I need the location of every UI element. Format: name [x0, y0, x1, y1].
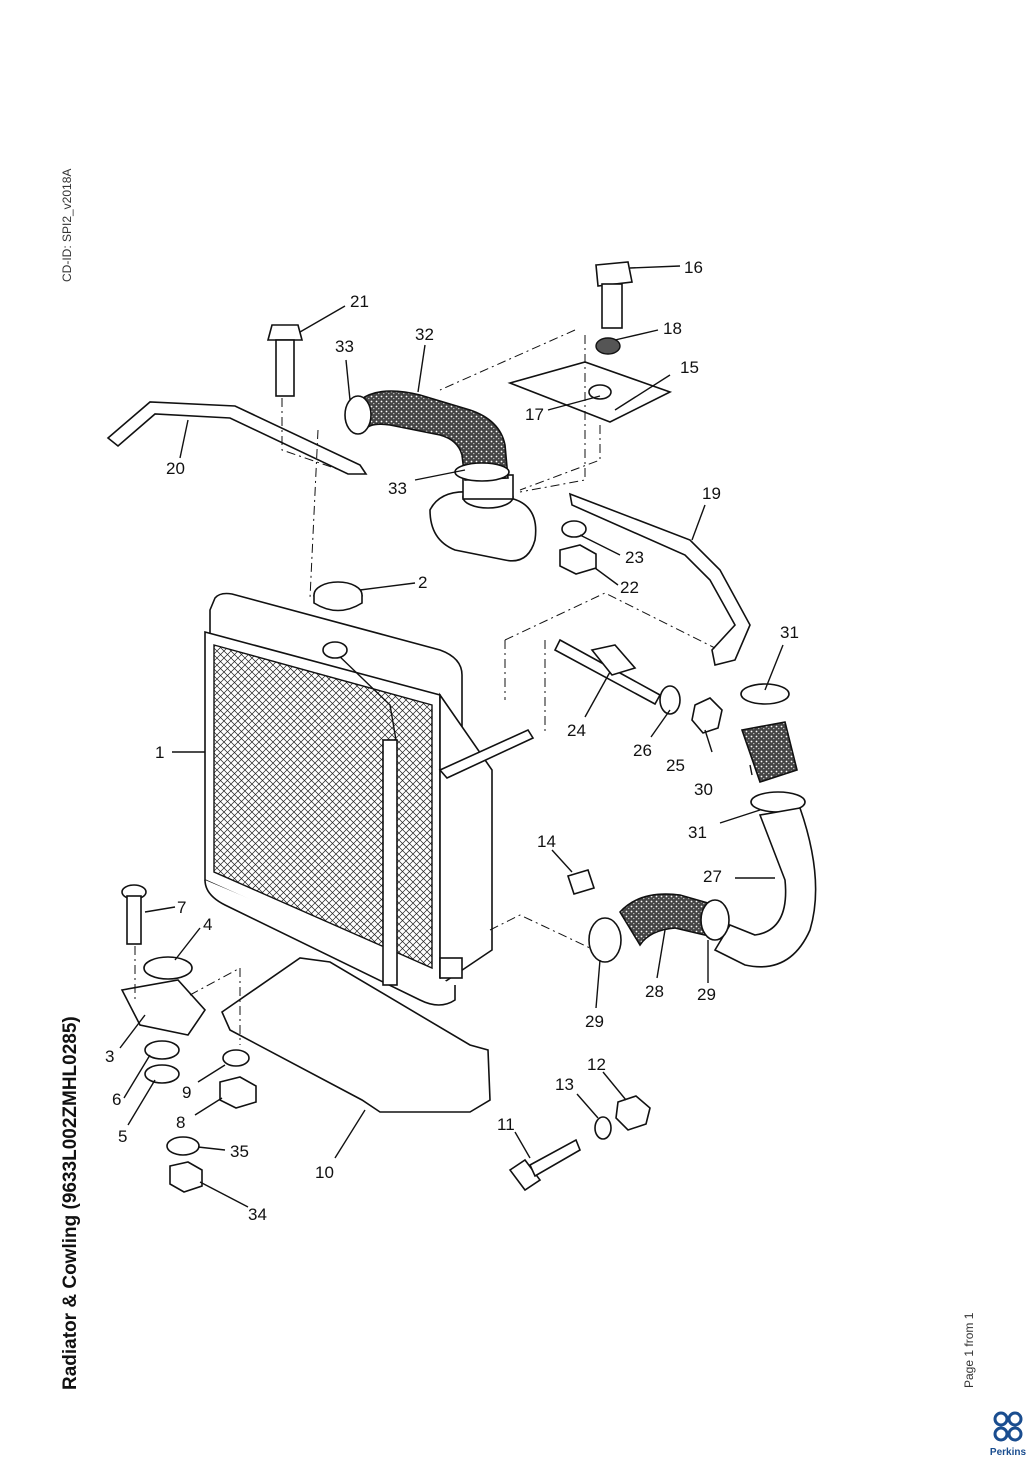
callout-8: 8	[176, 1113, 185, 1132]
thermostat-housing	[429, 474, 537, 562]
callout-16: 16	[684, 258, 703, 277]
callout-labels: 1 2 3 4 5 6 7 8 9 10 11 12 13 14 15 16 1…	[105, 258, 799, 1224]
callout-30: 30	[694, 780, 713, 799]
assembly-lines	[134, 329, 716, 1045]
callout-21: 21	[350, 292, 369, 311]
washer-17	[588, 384, 612, 400]
perkins-logo-icon	[993, 1411, 1023, 1442]
hose-clip-33-upper	[344, 395, 372, 435]
callout-12: 12	[587, 1055, 606, 1074]
stud-24	[553, 638, 662, 706]
callout-13: 13	[555, 1075, 574, 1094]
callout-15: 15	[680, 358, 699, 377]
hose-clip-29-right	[700, 899, 730, 941]
callout-4: 4	[203, 915, 212, 934]
callout-6: 6	[112, 1090, 121, 1109]
callout-27: 27	[703, 867, 722, 886]
bolt-11	[508, 1138, 582, 1192]
callout-25: 25	[666, 756, 685, 775]
radiator-core	[204, 592, 535, 1006]
nut-12	[615, 1095, 651, 1131]
plug-14	[566, 869, 596, 895]
callout-14: 14	[537, 832, 556, 851]
hose-27	[713, 807, 817, 968]
callout-3: 3	[105, 1047, 114, 1066]
brand-name: Perkins	[989, 1447, 1027, 1458]
callout-17: 17	[525, 405, 544, 424]
callout-31-lower: 31	[688, 823, 707, 842]
bolt-16	[595, 261, 633, 329]
callout-5: 5	[118, 1127, 127, 1146]
brand-logo: Perkins	[987, 1410, 1029, 1458]
callout-23: 23	[625, 548, 644, 567]
callout-35: 35	[230, 1142, 249, 1161]
callout-7: 7	[177, 898, 186, 917]
callout-29-right: 29	[697, 985, 716, 1004]
callout-20: 20	[166, 459, 185, 478]
washer-6	[144, 1040, 180, 1060]
callout-34: 34	[248, 1205, 267, 1224]
hose-clip-33-lower	[454, 462, 510, 482]
callout-11: 11	[497, 1115, 515, 1134]
callout-33-lower: 33	[388, 479, 407, 498]
callout-9: 9	[182, 1083, 191, 1102]
washer-5	[144, 1064, 180, 1084]
washer-13	[594, 1116, 612, 1140]
callout-10: 10	[315, 1163, 334, 1182]
washer-18	[595, 337, 621, 355]
callout-22: 22	[620, 578, 639, 597]
callout-18: 18	[663, 319, 682, 338]
leader-lines	[119, 265, 784, 1208]
radiator-cap	[313, 581, 363, 612]
mount-3	[120, 979, 207, 1036]
callout-29-left: 29	[585, 1012, 604, 1031]
callout-33-upper: 33	[335, 337, 354, 356]
callout-19: 19	[702, 484, 721, 503]
bolt-21	[266, 324, 304, 397]
callout-2: 2	[418, 573, 427, 592]
bracket-20	[106, 401, 368, 475]
hose-30	[740, 721, 798, 784]
washer-9	[222, 1049, 250, 1067]
hose-clip-29-left	[588, 917, 622, 963]
bolt-7	[121, 884, 147, 945]
bracket-19	[568, 492, 751, 666]
washer-4	[143, 956, 193, 980]
nut-25	[691, 697, 723, 734]
washer-23	[561, 520, 587, 538]
nut-34	[169, 1161, 203, 1193]
callout-28: 28	[645, 982, 664, 1001]
nut-8	[219, 1076, 257, 1109]
cowling-10	[220, 957, 491, 1113]
washer-35	[166, 1136, 200, 1156]
callout-26: 26	[633, 741, 652, 760]
callout-32: 32	[415, 325, 434, 344]
callout-31-upper: 31	[780, 623, 799, 642]
callout-24: 24	[567, 721, 586, 740]
callout-1: 1	[155, 743, 164, 762]
hose-clip-31-upper	[740, 683, 790, 705]
washer-26	[659, 685, 681, 715]
nut-22	[559, 544, 597, 575]
